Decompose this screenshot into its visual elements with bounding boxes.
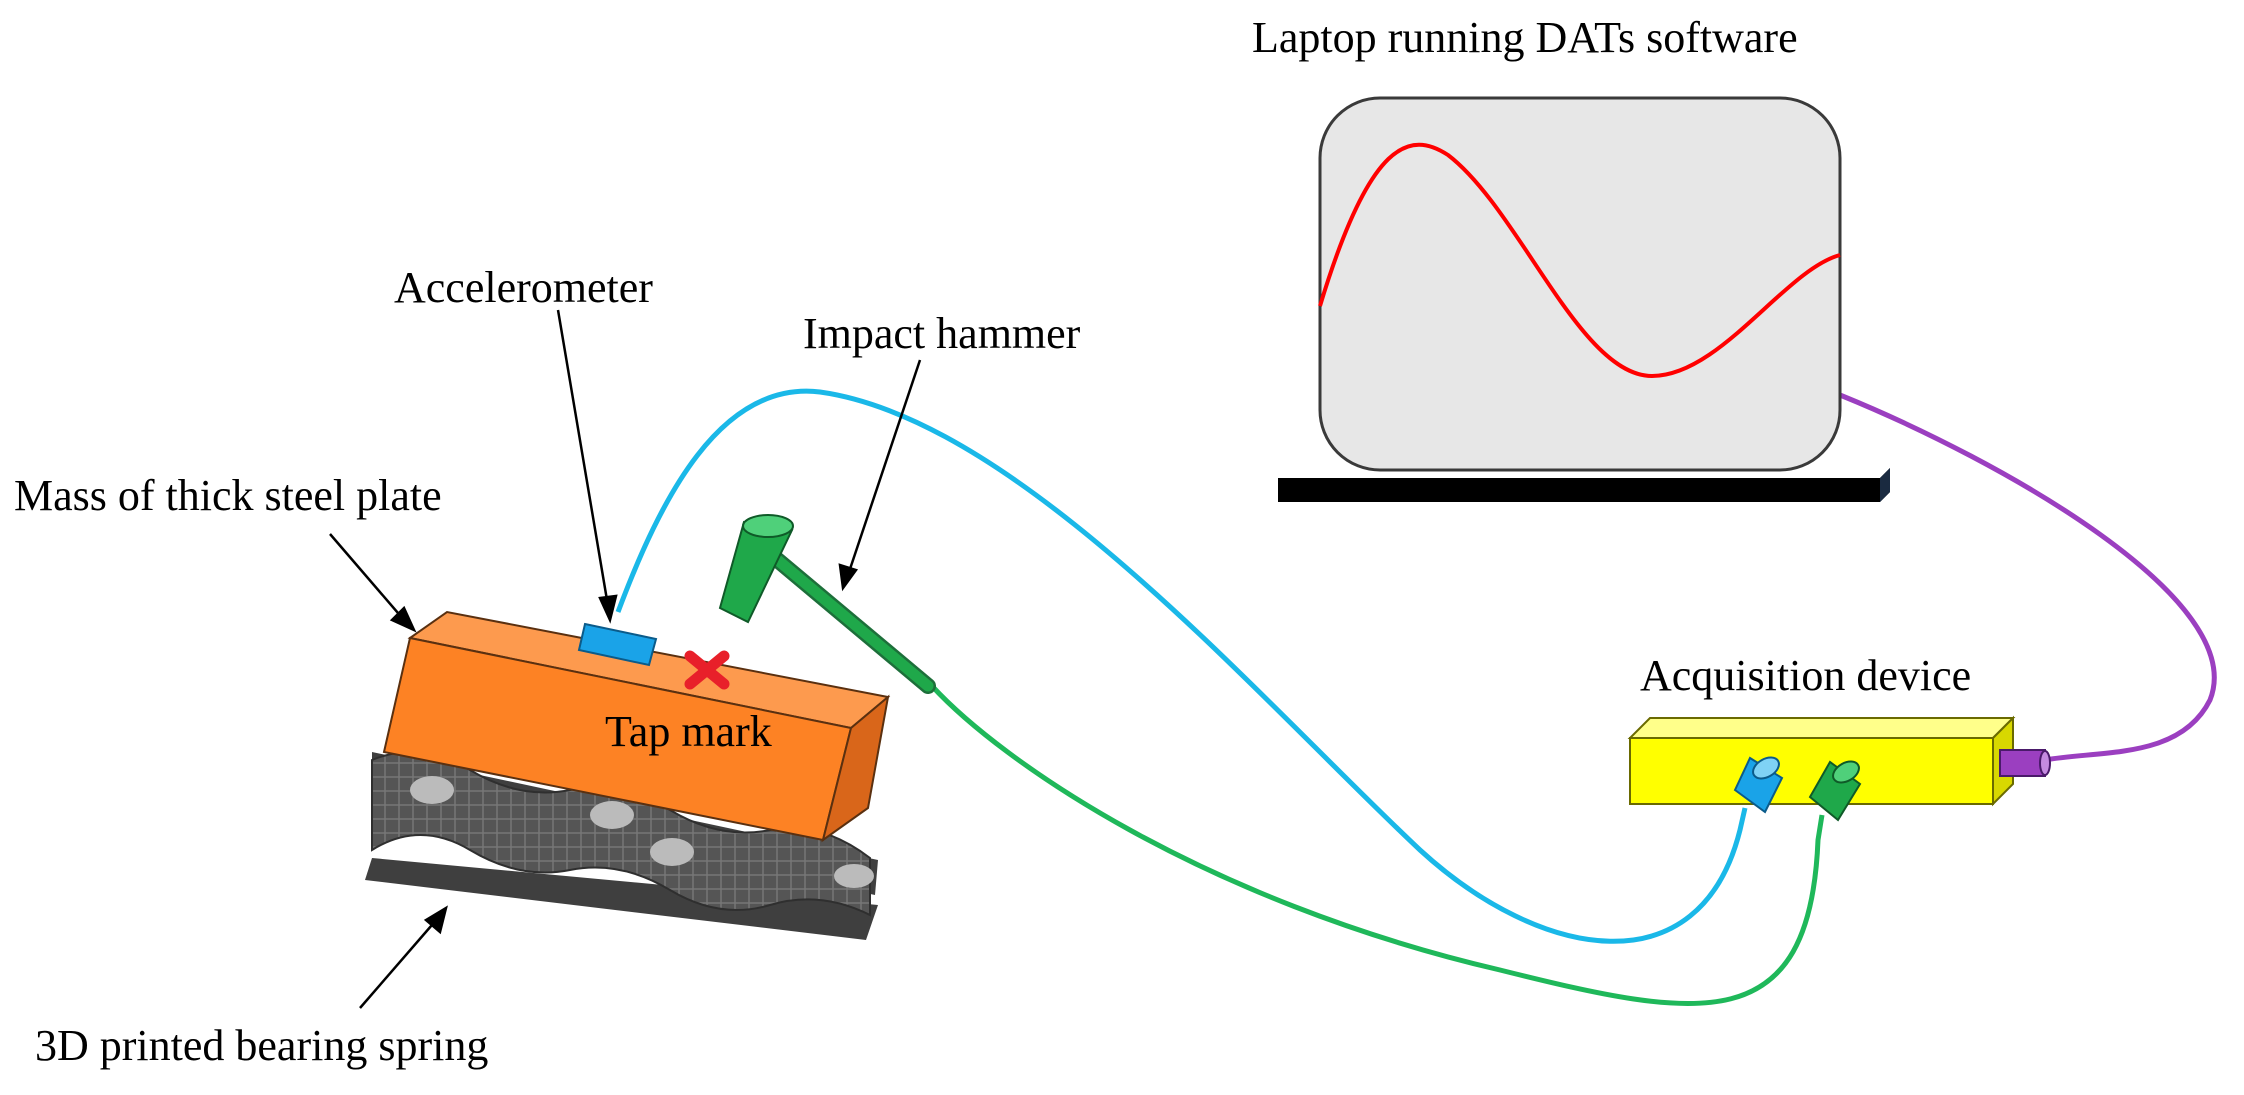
spring-label: 3D printed bearing spring [35, 1021, 488, 1070]
bearing-spring [365, 751, 878, 940]
accelerometer-label: Accelerometer [394, 263, 653, 312]
accelerometer-arrow [556, 309, 610, 607]
acquisition-device [1627, 715, 2051, 822]
pointer-arrows [329, 309, 922, 1009]
hammer-arrow [846, 359, 922, 576]
hammer-cable [930, 684, 1825, 1007]
mass-arrow [329, 533, 405, 621]
impact-hammer-label: Impact hammer [803, 309, 1081, 358]
tap-mark-icon [684, 650, 730, 690]
accelerometer-cable [615, 388, 1748, 944]
signal-waveform [1318, 142, 1841, 379]
plate-side [821, 694, 890, 843]
accelerometer-sensor [577, 622, 658, 667]
accelerometer-port [1733, 756, 1784, 814]
acquisition-label: Acquisition device [1640, 651, 1971, 700]
usb-port [1999, 749, 2051, 777]
laptop-label: Laptop running DATs software [1252, 13, 1798, 62]
impact-hammer [718, 514, 936, 694]
usb-cable [1839, 392, 2217, 763]
laptop-screen [1318, 96, 1842, 472]
laptop [1278, 96, 1890, 502]
hammer-port [1808, 760, 1862, 822]
tap-mark-label: Tap mark [605, 707, 772, 756]
spring-arrow [359, 917, 439, 1009]
mass-label: Mass of thick steel plate [14, 471, 442, 520]
steel-plate-mass [382, 610, 891, 843]
